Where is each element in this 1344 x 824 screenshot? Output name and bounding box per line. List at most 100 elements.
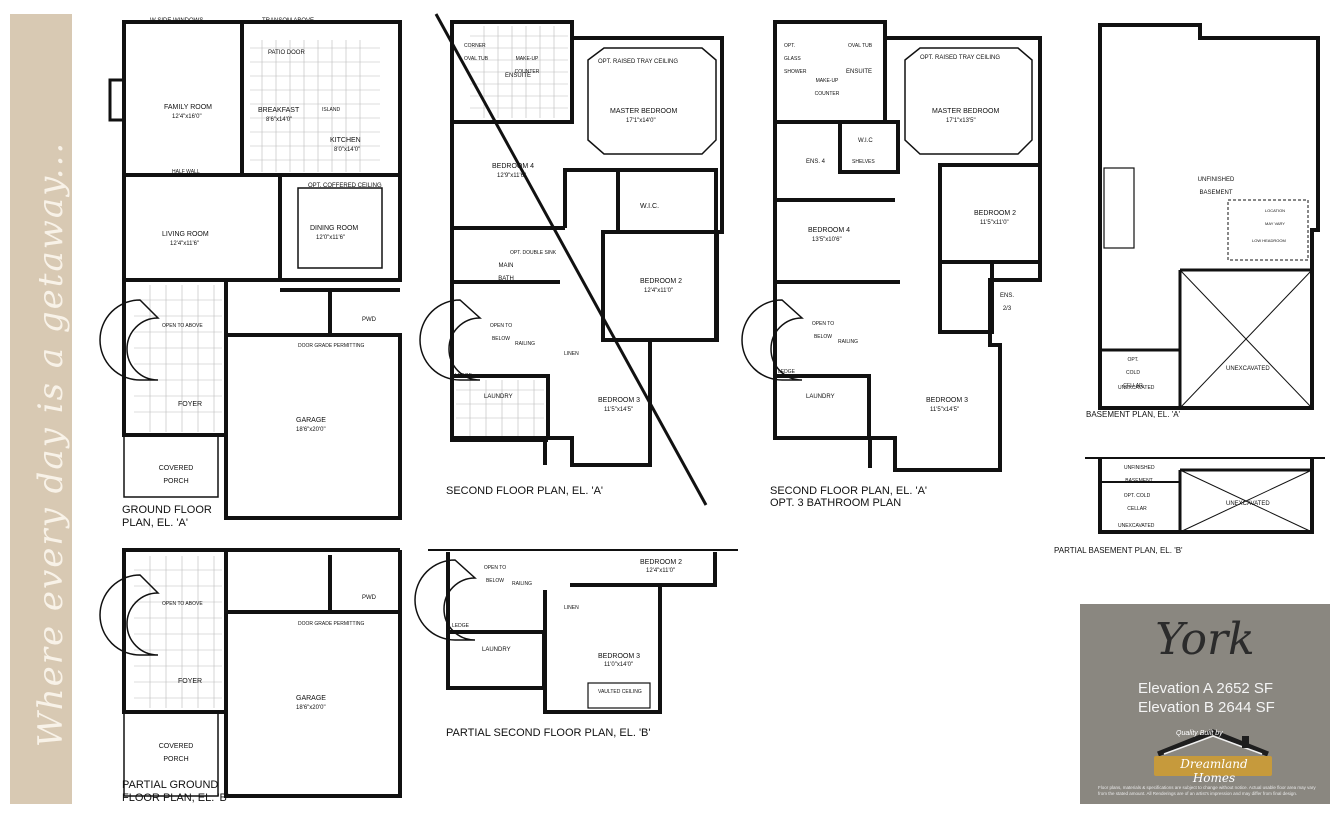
caption-ground-a-2: PLAN, EL. 'A'	[122, 517, 188, 529]
caption-ground-a-1: GROUND FLOOR	[122, 504, 212, 516]
label-b-foyer: FOYER	[178, 678, 203, 685]
ground-b-grid	[134, 556, 222, 708]
label-opt3-ensuite: ENSUITE	[846, 69, 873, 75]
ground-a-grid	[134, 40, 380, 432]
label-foyer: FOYER	[178, 401, 203, 408]
second-a-walls	[450, 20, 724, 467]
basement-b-walls	[1085, 457, 1325, 534]
label-kitchen: KITCHEN	[330, 137, 361, 144]
label-opt3-oval-tub: OVAL TUB	[848, 43, 873, 49]
label-family-room: FAMILY ROOM	[164, 104, 212, 111]
label-opt3-ens4: ENS. 4	[806, 159, 826, 165]
ground-b-walls	[122, 548, 402, 798]
basement-a-walls	[1098, 23, 1320, 410]
label-b-open-above: OPEN TO ABOVE	[162, 601, 203, 607]
label-opt3-makeup: MAKE-UP COUNTER	[814, 78, 840, 97]
label-bb-unexcavated-2: UNEXCAVATED	[1226, 501, 1270, 507]
label-garage-dim: 18'6"x20'0"	[296, 427, 326, 433]
label-makeup: MAKE-UP COUNTER	[514, 56, 540, 75]
label-breakfast-dim: 8'6"x14'0"	[266, 117, 293, 123]
caption-second-b: PARTIAL SECOND FLOOR PLAN, EL. 'B'	[446, 727, 651, 739]
second-opt3-stair	[741, 299, 804, 381]
label-b2-ledge: LEDGE	[452, 623, 469, 629]
second-a-strike-line	[434, 13, 708, 506]
label-opt3-shelves: SHELVES	[852, 159, 875, 165]
label-basement-unfinished: UNFINISHED BASEMENT	[1197, 177, 1235, 196]
label-bed2-dim: 12'4"x11'0"	[644, 288, 674, 294]
label-ledge: LEDGE	[455, 373, 472, 379]
dining-coffered-ceiling	[297, 187, 383, 269]
label-bb-unexcavated-1: UNEXCAVATED	[1118, 523, 1155, 529]
label-master-dim: 17'1"x14'0"	[626, 118, 656, 124]
label-coffered-ceiling: OPT. COFFERED CEILING	[308, 183, 382, 189]
ground-a-walls	[108, 20, 402, 520]
label-living-room: LIVING ROOM	[162, 231, 209, 238]
label-double-sink: OPT. DOUBLE SINK	[510, 250, 557, 256]
second-a-tray-ceiling	[587, 47, 717, 155]
label-master: MASTER BEDROOM	[610, 108, 678, 115]
label-opt3-bed2: BEDROOM 2	[974, 210, 1017, 217]
label-b-pwd: PWD	[362, 595, 376, 601]
label-opt3-ens23: ENS. 2/3	[1000, 293, 1015, 312]
label-main-bath: MAIN BATH	[498, 263, 514, 282]
label-b2-bed2-dim: 12'4"x11'0"	[646, 568, 676, 574]
label-dining-room: DINING ROOM	[310, 225, 359, 232]
label-opt3-bed4-dim: 13'5"x10'6"	[812, 237, 842, 243]
label-bed3-dim: 11'5"x14'5"	[604, 407, 634, 413]
label-dining-dim: 12'0"x11'6"	[316, 235, 346, 241]
label-ensuite: ENSUITE	[505, 73, 532, 79]
second-opt3-tray-ceiling	[904, 47, 1033, 155]
label-transom: TRANSOM ABOVE	[262, 18, 315, 24]
label-opt3-wic: W.I.C	[858, 138, 873, 144]
label-door-grade: DOOR GRADE PERMITTING	[298, 343, 365, 349]
label-basement-location: LOCATION MAY VARY	[1264, 208, 1286, 226]
elevation-b-area: Elevation B 2644 SF	[1138, 699, 1275, 716]
label-family-dim: 12'4"x16'0"	[172, 114, 202, 120]
label-b2-railing: RAILING	[512, 581, 533, 587]
label-oval-tub: CORNER OVAL TUB	[464, 43, 489, 62]
caption-second-opt3-1: SECOND FLOOR PLAN, EL. 'A'	[770, 485, 928, 497]
second-a-stair	[419, 299, 482, 381]
label-basement-cold-cellar: OPT. COLD CELLAR	[1123, 357, 1143, 389]
builder-logo	[1154, 729, 1272, 776]
label-b-covered-porch: COVERED PORCH	[158, 743, 194, 763]
disclaimer: Floor plans, materials & specifications …	[1098, 785, 1316, 796]
label-living-dim: 12'4"x11'6"	[170, 241, 200, 247]
label-bed3: BEDROOM 3	[598, 397, 641, 404]
label-opt3-railing: RAILING	[838, 339, 859, 345]
label-b-garage: GARAGE	[296, 695, 326, 702]
caption-second-a: SECOND FLOOR PLAN, EL. 'A'	[446, 485, 604, 497]
label-bed4-dim: 12'9"x11'6"	[497, 173, 527, 179]
label-opt3-laundry: LAUNDRY	[806, 394, 835, 400]
second-opt3-walls	[773, 20, 1042, 472]
ground-b-stair	[99, 574, 160, 656]
label-opt3-master: MASTER BEDROOM	[932, 108, 1000, 115]
second-a-tile	[456, 26, 568, 436]
label-patio-door: PATIO DOOR	[268, 50, 305, 56]
second-b-walls	[428, 549, 738, 714]
label-bed2: BEDROOM 2	[640, 278, 683, 285]
brand-card: York Elevation A 2652 SF Elevation B 264…	[1080, 604, 1330, 804]
label-windows: W SIDE WINDOWS	[150, 18, 204, 24]
builder-name: Dreamland Homes	[1180, 757, 1248, 785]
builder-tagline: Quality Built by	[1176, 730, 1223, 737]
label-bb-cold-cellar: OPT. COLD CELLAR	[1123, 493, 1151, 512]
label-bb-unfinished: UNFINISHED BASEMENT	[1124, 465, 1155, 484]
label-opt3-shower: OPT. GLASS SHOWER	[784, 43, 807, 75]
label-opt3-open-below: OPEN TO BELOW	[811, 321, 835, 340]
label-pwd: PWD	[362, 317, 376, 323]
label-island: ISLAND	[322, 107, 341, 113]
model-name: York	[1155, 614, 1255, 665]
label-basement-headroom: LOW HEADROOM	[1252, 238, 1286, 243]
label-open-below: OPEN TO BELOW	[489, 323, 513, 342]
label-tray-ceiling: OPT. RAISED TRAY CEILING	[598, 59, 679, 65]
caption-second-opt3-2: OPT. 3 BATHROOM PLAN	[770, 497, 902, 509]
caption-basement-b: PARTIAL BASEMENT PLAN, EL. 'B'	[1054, 546, 1183, 555]
label-opt3-bed4: BEDROOM 4	[808, 227, 851, 234]
elevation-a-area: Elevation A 2652 SF	[1138, 680, 1274, 697]
caption-ground-b-1: PARTIAL GROUND	[122, 779, 219, 791]
label-b2-linen: LINEN	[564, 605, 579, 611]
plan-walls	[99, 13, 1325, 798]
label-opt3-master-dim: 17'1"x13'5"	[946, 118, 976, 124]
